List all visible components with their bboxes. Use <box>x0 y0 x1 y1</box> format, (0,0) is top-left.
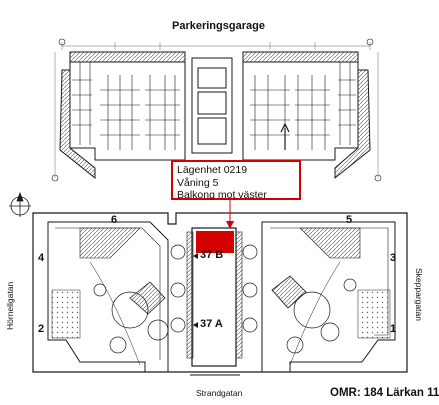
building-number-3: 3 <box>390 252 397 264</box>
site-plan-diagram: Parkeringsgarage Lägenhet 0219 Våning 5 … <box>5 20 439 399</box>
building-number-6: 6 <box>111 214 118 226</box>
apartment-highlight <box>196 231 234 253</box>
apartment-callout: Lägenhet 0219 Våning 5 Balkong mot väste… <box>171 160 301 201</box>
garage-left-ramp <box>59 69 96 180</box>
area-footer: OMR: 184 Lärkan 11 <box>330 387 439 399</box>
callout-balcony: Balkong mot väster <box>177 189 267 201</box>
callout-apartment: Lägenhet 0219 <box>177 164 248 176</box>
site-plan-svg <box>9 38 408 376</box>
east-building <box>261 221 396 373</box>
garage-center-core <box>191 57 233 154</box>
garage-right-wing <box>242 51 359 161</box>
callout-floor: Våning 5 <box>177 176 219 189</box>
west-building <box>47 221 169 373</box>
garage-right-ramp <box>334 69 371 180</box>
garage-floor-plan <box>51 38 382 182</box>
page-title: Parkeringsgarage <box>172 20 265 32</box>
west-pavilion <box>129 281 166 315</box>
building-number-1: 1 <box>390 323 397 335</box>
street-west: Hörnellgatan <box>5 281 15 330</box>
garage-left-wing <box>69 51 186 161</box>
building-number-5: 5 <box>346 214 353 226</box>
north-arrow-icon <box>9 191 31 217</box>
building-number-2: 2 <box>38 323 45 335</box>
building-number-4: 4 <box>38 252 45 264</box>
building-37a-label: 37 A <box>200 318 223 330</box>
street-east: Skeppargatan <box>414 268 424 321</box>
callout-arrowhead <box>226 221 234 229</box>
trees <box>93 244 357 354</box>
building-37b-label: 37 B <box>200 249 224 261</box>
east-pavilion <box>271 275 307 309</box>
site-plan <box>9 191 408 376</box>
street-south: Strandgatan <box>196 388 243 398</box>
